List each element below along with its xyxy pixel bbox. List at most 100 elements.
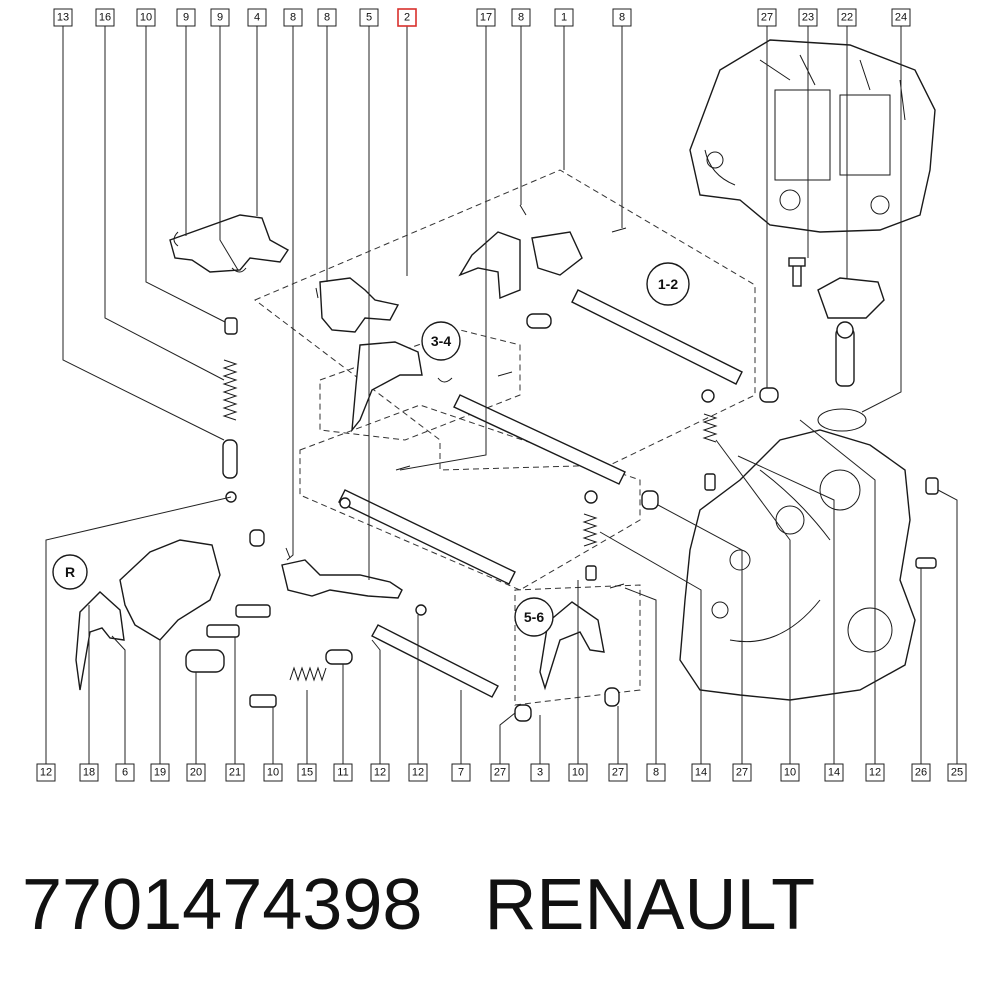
callout-14[interactable]: 14 — [691, 763, 711, 782]
callout-4[interactable]: 4 — [247, 8, 267, 27]
callout-25[interactable]: 25 — [947, 763, 967, 782]
callout-3[interactable]: 3 — [530, 763, 550, 782]
svg-text:7: 7 — [458, 767, 464, 779]
svg-text:22: 22 — [841, 12, 853, 24]
svg-text:9: 9 — [183, 12, 189, 24]
callout-7[interactable]: 7 — [451, 763, 471, 782]
callout-17[interactable]: 17 — [476, 8, 496, 27]
svg-text:15: 15 — [301, 767, 313, 779]
svg-text:3: 3 — [537, 767, 543, 779]
svg-text:10: 10 — [140, 12, 152, 24]
callout-27[interactable]: 27 — [757, 8, 777, 27]
gear-label-text: R — [65, 564, 75, 580]
callout-24[interactable]: 24 — [891, 8, 911, 27]
callout-27[interactable]: 27 — [490, 763, 510, 782]
callout-1[interactable]: 1 — [554, 8, 574, 27]
svg-text:8: 8 — [518, 12, 524, 24]
callout-10[interactable]: 10 — [780, 763, 800, 782]
exploded-parts-diagram: 1-2 3-4 R 5-6 13 16 10 9 9 4 8 8 5 2 17 … — [36, 8, 967, 782]
assembly-group-outlines — [254, 169, 756, 706]
callout-12[interactable]: 12 — [865, 763, 885, 782]
gear-label-text: 3-4 — [431, 333, 451, 349]
shift-rods — [338, 289, 743, 698]
svg-text:25: 25 — [951, 767, 963, 779]
callout-14[interactable]: 14 — [824, 763, 844, 782]
callout-13[interactable]: 13 — [53, 8, 73, 27]
gear-label-5-6: 5-6 — [514, 597, 554, 637]
callout-19[interactable]: 19 — [150, 763, 170, 782]
callout-27[interactable]: 27 — [608, 763, 628, 782]
svg-text:18: 18 — [83, 767, 95, 779]
svg-text:24: 24 — [895, 12, 907, 24]
brackets-and-levers — [119, 214, 403, 641]
gear-label-text: 1-2 — [658, 276, 678, 292]
small-parts — [173, 204, 939, 722]
svg-text:12: 12 — [374, 767, 386, 779]
leader-lines-top — [62, 26, 902, 580]
svg-text:12: 12 — [412, 767, 424, 779]
gearbox-housing-lower — [679, 429, 916, 701]
gear-lever-assembly — [788, 257, 885, 432]
svg-text:27: 27 — [612, 767, 624, 779]
callout-5[interactable]: 5 — [359, 8, 379, 27]
callouts-bottom: 12 18 6 19 20 21 10 15 11 12 12 7 27 3 1… — [36, 763, 967, 782]
svg-text:27: 27 — [494, 767, 506, 779]
callout-8[interactable]: 8 — [283, 8, 303, 27]
svg-text:10: 10 — [572, 767, 584, 779]
callout-8[interactable]: 8 — [511, 8, 531, 27]
svg-text:17: 17 — [480, 12, 492, 24]
leader-lines-bottom — [45, 419, 958, 764]
callout-27[interactable]: 27 — [732, 763, 752, 782]
callout-10[interactable]: 10 — [136, 8, 156, 27]
callout-8[interactable]: 8 — [317, 8, 337, 27]
gearbox-housing-upper — [689, 39, 936, 233]
callout-15[interactable]: 15 — [297, 763, 317, 782]
callout-9[interactable]: 9 — [210, 8, 230, 27]
callout-20[interactable]: 20 — [186, 763, 206, 782]
callout-12[interactable]: 12 — [370, 763, 390, 782]
svg-text:5: 5 — [366, 12, 372, 24]
svg-text:6: 6 — [122, 767, 128, 779]
callout-11[interactable]: 11 — [333, 763, 353, 782]
svg-text:11: 11 — [337, 767, 348, 779]
svg-text:14: 14 — [828, 767, 840, 779]
svg-text:8: 8 — [653, 767, 659, 779]
callout-10[interactable]: 10 — [263, 763, 283, 782]
callout-12[interactable]: 12 — [36, 763, 56, 782]
svg-text:8: 8 — [290, 12, 296, 24]
svg-text:27: 27 — [761, 12, 773, 24]
callout-2-highlighted[interactable]: 2 — [397, 8, 417, 27]
svg-text:27: 27 — [736, 767, 748, 779]
svg-text:14: 14 — [695, 767, 707, 779]
callout-12[interactable]: 12 — [408, 763, 428, 782]
brand-name: RENAULT — [484, 865, 816, 945]
callout-18[interactable]: 18 — [79, 763, 99, 782]
svg-text:12: 12 — [40, 767, 52, 779]
svg-text:9: 9 — [217, 12, 223, 24]
svg-text:8: 8 — [619, 12, 625, 24]
callout-8[interactable]: 8 — [612, 8, 632, 27]
part-caption: 7701474398 RENAULT — [22, 855, 815, 955]
svg-text:4: 4 — [254, 12, 260, 24]
callout-26[interactable]: 26 — [911, 763, 931, 782]
part-number: 7701474398 — [22, 865, 423, 945]
callout-9[interactable]: 9 — [176, 8, 196, 27]
svg-text:12: 12 — [869, 767, 881, 779]
svg-text:8: 8 — [324, 12, 330, 24]
callout-10[interactable]: 10 — [568, 763, 588, 782]
callout-6[interactable]: 6 — [115, 763, 135, 782]
svg-text:10: 10 — [267, 767, 279, 779]
svg-text:21: 21 — [229, 767, 241, 779]
svg-text:1: 1 — [561, 12, 567, 24]
svg-text:13: 13 — [57, 12, 69, 24]
gear-label-1-2: 1-2 — [646, 262, 690, 306]
callout-22[interactable]: 22 — [837, 8, 857, 27]
callout-23[interactable]: 23 — [798, 8, 818, 27]
callouts-top: 13 16 10 9 9 4 8 8 5 2 17 8 1 8 27 23 22… — [53, 8, 911, 27]
svg-text:2: 2 — [404, 12, 410, 24]
callout-16[interactable]: 16 — [95, 8, 115, 27]
callout-8[interactable]: 8 — [646, 763, 666, 782]
callout-21[interactable]: 21 — [225, 763, 245, 782]
springs — [222, 359, 718, 682]
svg-text:23: 23 — [802, 12, 814, 24]
